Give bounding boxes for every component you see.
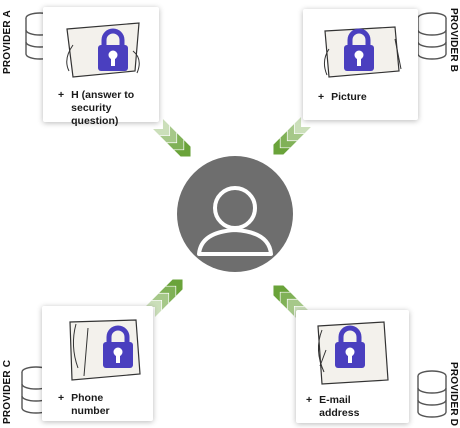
- chevron-arrow-icon: [269, 117, 311, 159]
- document-sketch: [69, 319, 141, 381]
- provider-a-label: PROVIDER A: [2, 10, 13, 74]
- plus-icon: +: [58, 89, 65, 101]
- provider-b-item: + Picture: [318, 91, 367, 104]
- plus-icon: +: [318, 91, 325, 103]
- provider-c-item-text: Phone number: [71, 392, 110, 417]
- padlock-icon: [98, 28, 128, 71]
- provider-d-card: + E-mail address: [296, 310, 409, 423]
- provider-c-card: + Phone number: [42, 306, 153, 421]
- padlock-icon: [344, 28, 374, 71]
- database-icon: [417, 370, 447, 418]
- provider-c-item: + Phone number: [58, 392, 110, 418]
- provider-a-card: + H (answer to security question): [43, 7, 159, 127]
- chevron-arrow-icon: [153, 119, 195, 161]
- user-avatar-icon: [177, 156, 293, 272]
- provider-b-item-text: Picture: [331, 91, 367, 103]
- provider-c-label: PROVIDER C: [2, 359, 13, 424]
- padlock-icon: [335, 325, 365, 368]
- provider-a-item-text: H (answer to security question): [71, 89, 135, 127]
- database-icon: [417, 12, 447, 60]
- provider-d-item: + E-mail address: [306, 394, 359, 420]
- provider-a-item: + H (answer to security question): [58, 89, 159, 128]
- plus-icon: +: [306, 394, 313, 406]
- document-sketch: [317, 321, 389, 385]
- provider-d-item-text: E-mail address: [319, 394, 360, 419]
- document-sketch: [66, 22, 140, 78]
- provider-b-label: PROVIDER B: [448, 8, 459, 73]
- document-sketch: [323, 26, 402, 78]
- padlock-icon: [103, 325, 133, 368]
- provider-b-card: + Picture: [303, 9, 418, 120]
- provider-d-label: PROVIDER D: [448, 362, 459, 427]
- plus-icon: +: [58, 392, 65, 404]
